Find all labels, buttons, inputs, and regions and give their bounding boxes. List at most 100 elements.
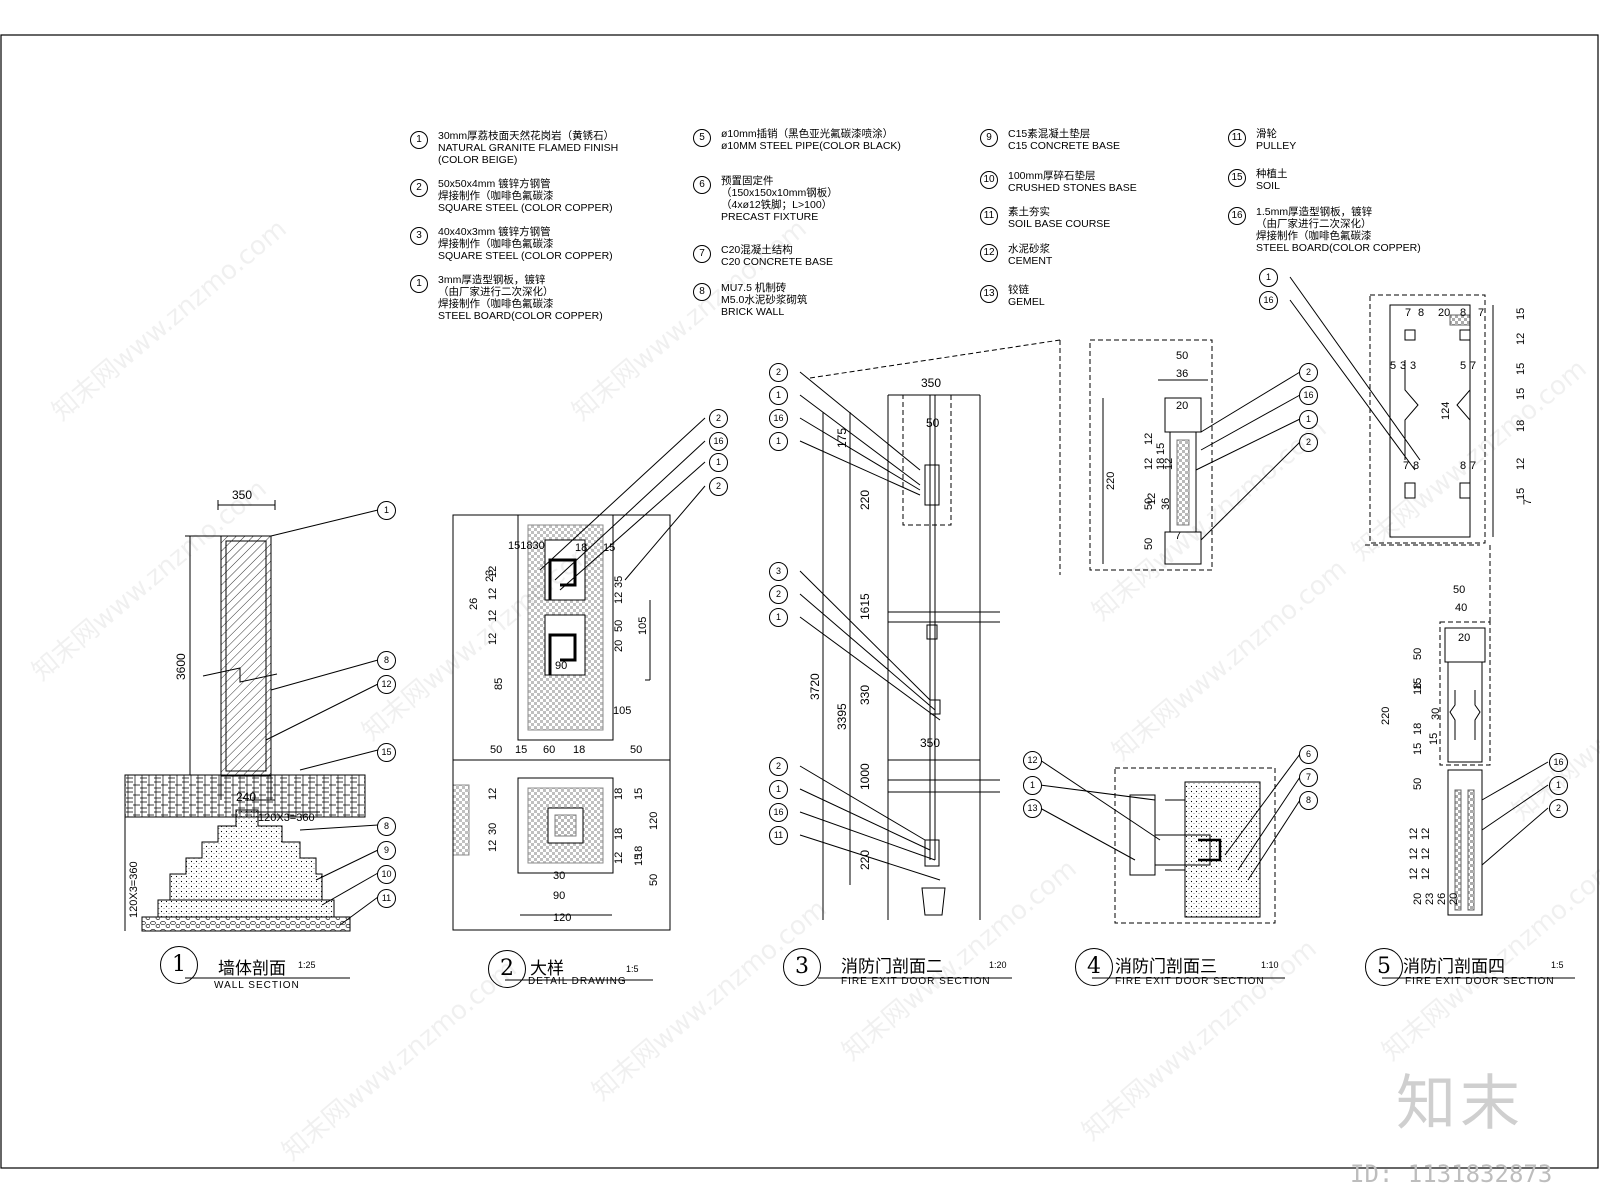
title-en: FIRE EXIT DOOR SECTION — [1115, 976, 1265, 987]
dimension-label: 15 — [1515, 307, 1527, 320]
dimension-label: 15 — [1515, 387, 1527, 400]
title-en: WALL SECTION — [214, 980, 300, 991]
dimension-label: 15 — [633, 787, 645, 800]
dimension-label: 12 — [1163, 457, 1175, 470]
legend-text: 30mm厚荔枝面天然花岗岩（黄锈石）NATURAL GRANITE FLAMED… — [438, 130, 619, 166]
dimension-label: 50 — [648, 873, 660, 886]
dimension-label: 175 — [835, 427, 849, 448]
callout-tag: 1 — [1299, 410, 1318, 429]
callout-tag: 2 — [769, 585, 788, 604]
legend-number: 11 — [980, 207, 998, 225]
dimension-label: 330 — [858, 684, 872, 705]
callout-tag: 9 — [377, 841, 396, 860]
dimension-label: 18 — [573, 744, 586, 756]
dimension-label: 20 — [1458, 632, 1471, 644]
title-scale: 1:5 — [626, 964, 639, 974]
dimension-label: 85 — [493, 677, 505, 690]
dimension-label: 12 — [1515, 332, 1527, 345]
legend-number: 13 — [980, 285, 998, 303]
legend-number: 10 — [980, 171, 998, 189]
callout-tag: 2 — [769, 757, 788, 776]
callout-tag: 2 — [709, 409, 728, 428]
callout-tag: 1 — [769, 432, 788, 451]
legend-number: 9 — [980, 129, 998, 147]
dimension-label: 18 — [613, 827, 625, 840]
title-scale: 1:20 — [989, 960, 1007, 970]
dimension-label: 3395 — [835, 703, 849, 730]
callout-tag: 2 — [1549, 799, 1568, 818]
dimension-label: 3 — [1410, 360, 1417, 372]
dimension-label: 12 — [1143, 432, 1155, 445]
dimension-label: 50 — [1412, 777, 1424, 790]
callout-tag: 16 — [769, 803, 788, 822]
dimension-label: 12 — [613, 591, 625, 604]
dimension-label: 50 — [1143, 537, 1155, 550]
fire-door-section-3-drawing — [1039, 753, 1301, 924]
dimension-label: 12 — [1515, 457, 1527, 470]
dimension-label: 7 — [1470, 360, 1477, 372]
dimension-label: 12 — [1420, 827, 1432, 840]
dimension-label: 12 — [1408, 847, 1420, 860]
dimension-label: 7 — [1522, 498, 1534, 505]
dimension-label: 15 — [1412, 742, 1424, 755]
dimension-label: 60 — [543, 744, 556, 756]
legend-number: 8 — [693, 283, 711, 301]
callout-tag: 8 — [1299, 791, 1318, 810]
dimension-label: 12 — [1420, 867, 1432, 880]
dimension-label: 12 — [487, 609, 499, 622]
image-id: ID: 1131832873 — [1350, 1160, 1553, 1188]
callout-tag: 2 — [1299, 433, 1318, 452]
dimension-label: 26 — [468, 597, 480, 610]
dimension-label: 50 — [490, 744, 503, 756]
dimension-label: 50 — [1176, 350, 1189, 362]
title-scale: 1:10 — [1261, 960, 1279, 970]
dimension-label: 15 — [515, 744, 528, 756]
dimension-label: 50 — [1412, 647, 1424, 660]
legend-number: 11 — [1228, 129, 1246, 147]
callout-tag: 1 — [769, 780, 788, 799]
dimension-label: 12 — [487, 787, 499, 800]
callout-tag: 16 — [769, 409, 788, 428]
callout-tag: 16 — [1299, 386, 1318, 405]
dimension-label: 50 — [613, 619, 625, 632]
legend-number: 1 — [410, 275, 428, 293]
dimension-label: 7 — [1405, 307, 1412, 319]
callout-tag: 7 — [1299, 768, 1318, 787]
title-rules — [185, 977, 1575, 981]
dimension-label: 36 — [1176, 368, 1189, 380]
legend-number: 6 — [693, 176, 711, 194]
door-leaf-detail-a — [1089, 339, 1301, 571]
callout-tag: 6 — [1299, 745, 1318, 764]
callout-tag: 1 — [1023, 776, 1042, 795]
title-en: FIRE EXIT DOOR SECTION — [1405, 976, 1555, 987]
callout-tag: 1 — [769, 608, 788, 627]
dimension-label: 220 — [1105, 471, 1117, 490]
dimension-label: 20 — [1448, 892, 1460, 905]
legend-text: ø10mm插销（黑色亚光氟碳漆喷涂）ø10MM STEEL PIPE(COLOR… — [721, 128, 901, 152]
callout-tag: 15 — [377, 743, 396, 762]
dimension-label: 20 — [1438, 307, 1451, 319]
dimension-label: 220 — [858, 849, 872, 870]
dimension-label: 7 — [1478, 307, 1485, 319]
title-zh: 消防门剖面三 — [1115, 957, 1217, 977]
dimension-label: 120X3=360 — [258, 812, 315, 824]
callout-tag: 11 — [769, 826, 788, 845]
dimension-label: 12 — [487, 565, 499, 578]
title-scale: 1:5 — [1551, 960, 1564, 970]
dimension-label: 7 — [1175, 530, 1182, 542]
dimension-label: 26 — [1436, 892, 1448, 905]
dimension-label: 120 — [648, 811, 660, 830]
dimension-label: 8 — [1460, 307, 1467, 319]
callout-tag: 2 — [709, 477, 728, 496]
dimension-label: 15 — [1155, 442, 1167, 455]
dimension-label: 15 — [1428, 732, 1440, 745]
